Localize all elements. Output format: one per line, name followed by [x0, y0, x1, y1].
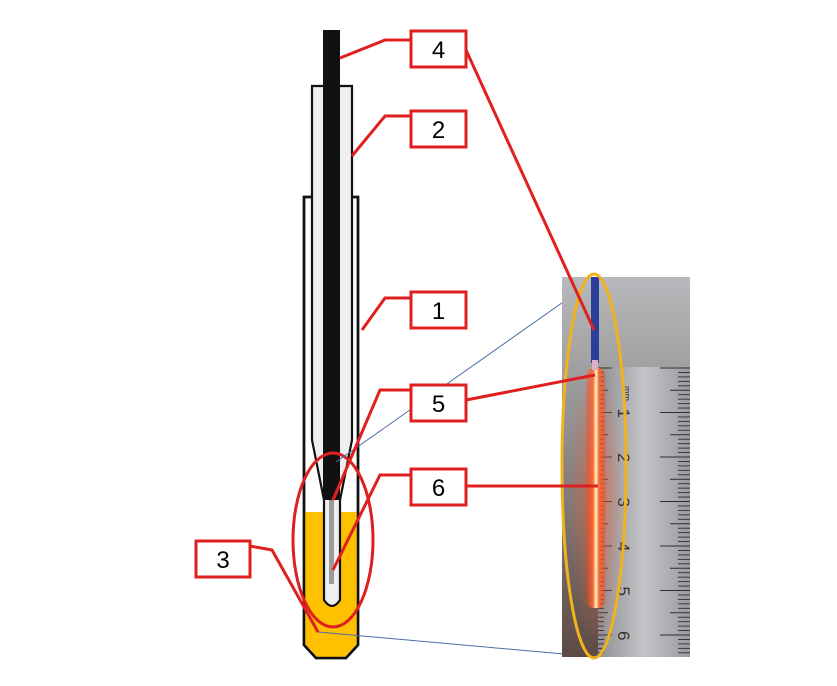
callout-line-5 [331, 388, 411, 501]
label-1: 1 [432, 298, 445, 325]
outer-tube-outline [302, 195, 360, 660]
label-box-2: 2 [409, 109, 468, 149]
filament-wire [329, 500, 334, 584]
zoom-line-top [335, 285, 587, 463]
label-6: 6 [432, 475, 445, 502]
callout-lines [249, 38, 598, 633]
label-boxes: 4 2 1 5 6 3 [194, 29, 468, 579]
callout-line-5-right [465, 373, 596, 402]
photo-electrode [591, 277, 599, 363]
label-5: 5 [432, 391, 445, 418]
callout-line-2 [350, 114, 411, 157]
callout-line-3 [249, 544, 320, 633]
callout-line-6 [331, 473, 411, 571]
zoom-line-bottom [317, 631, 587, 657]
label-box-6: 6 [409, 467, 468, 507]
callout-line-1 [360, 296, 411, 331]
label-box-1: 1 [409, 290, 468, 330]
label-box-4: 4 [409, 29, 468, 69]
electrode-rod [323, 30, 340, 500]
photo-electrode-tip [592, 360, 598, 370]
highlight-ellipse-left [291, 451, 375, 629]
label-box-5: 5 [409, 383, 468, 423]
label-box-3: 3 [194, 539, 252, 579]
label-4: 4 [432, 37, 445, 64]
label-3: 3 [216, 547, 229, 574]
glow-filament [586, 368, 606, 608]
photograph: 123456 mm [560, 272, 690, 660]
label-2: 2 [432, 117, 445, 144]
ruler-unit-label: mm [622, 386, 632, 401]
callout-line-4-long [464, 49, 596, 331]
callout-line-4 [339, 38, 411, 60]
schematic [291, 30, 375, 660]
highlight-ellipse-right [560, 272, 628, 660]
